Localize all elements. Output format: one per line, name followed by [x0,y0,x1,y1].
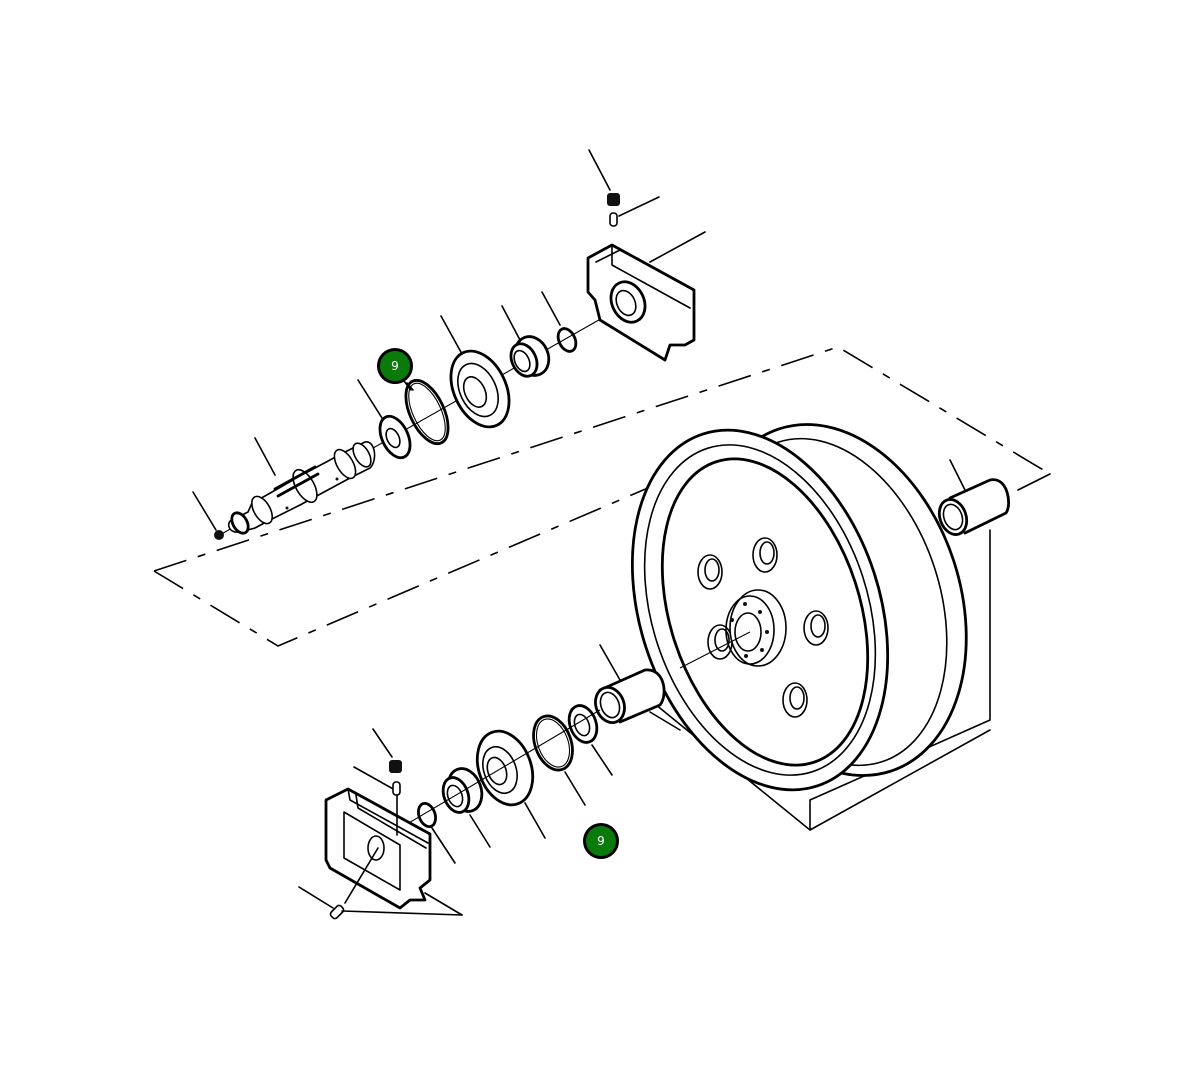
shaft-end-nut-icon [192,491,224,540]
upper-snap-ring-icon [541,291,578,353]
lower-snap-ring-icon [417,801,456,864]
lower-bushing-icon [594,644,681,731]
idler-wheel-icon [630,423,991,831]
callout-badge-9-lower[interactable]: 9 [583,823,619,859]
upper-o-ring-icon [404,378,450,446]
dowel-pin-icon [298,847,463,920]
right-bushing-icon [937,459,1051,536]
callout-badge-9-upper[interactable]: 9 [377,348,413,384]
lower-plug-icon [372,728,402,836]
idler-shaft-icon [227,437,376,535]
callout-label: 9 [391,359,399,373]
assembly-boundary-dashed [153,346,1051,647]
lower-axis-line [379,709,601,841]
upper-bearing-block-icon [586,231,706,362]
lower-collar-icon [475,729,546,839]
lower-washer-icon [567,704,613,776]
upper-seal-icon [501,305,551,378]
lower-o-ring-icon [532,714,586,806]
callout-leader-upper [403,380,412,391]
upper-plug-icon [588,149,660,227]
upper-washer-icon [357,379,412,460]
upper-collar-icon [440,315,511,429]
callout-label: 9 [597,834,605,848]
lower-bearing-block-icon [324,766,432,910]
